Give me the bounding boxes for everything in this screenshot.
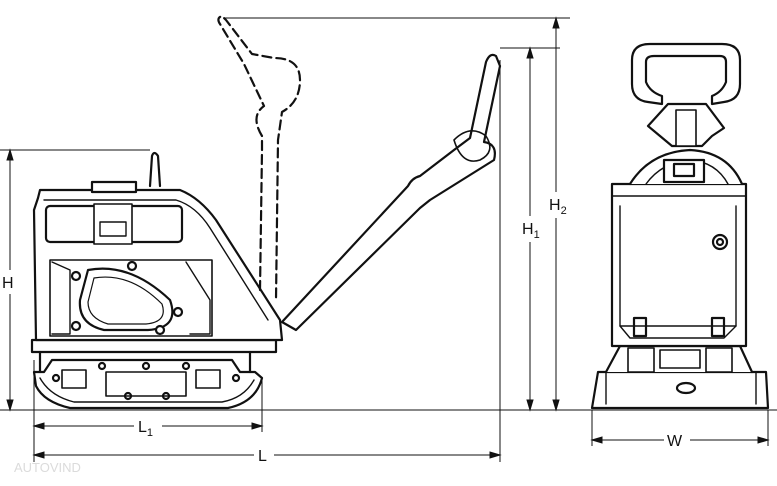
belt-cover: [78, 267, 174, 332]
front-base-plate: [590, 370, 770, 410]
label-H: H: [2, 275, 14, 292]
label-H2: H2: [549, 197, 567, 217]
label-L1: L1: [138, 419, 153, 439]
front-housing: [610, 182, 748, 348]
label-L: L: [258, 448, 267, 465]
watermark-text: AUTOVIND: [14, 460, 81, 475]
label-W: W: [667, 433, 683, 450]
front-view: [590, 42, 770, 410]
handle-operating: [280, 53, 502, 332]
label-H1: H1: [522, 221, 540, 241]
side-view: [30, 14, 502, 410]
front-handle-grip: [630, 42, 742, 106]
